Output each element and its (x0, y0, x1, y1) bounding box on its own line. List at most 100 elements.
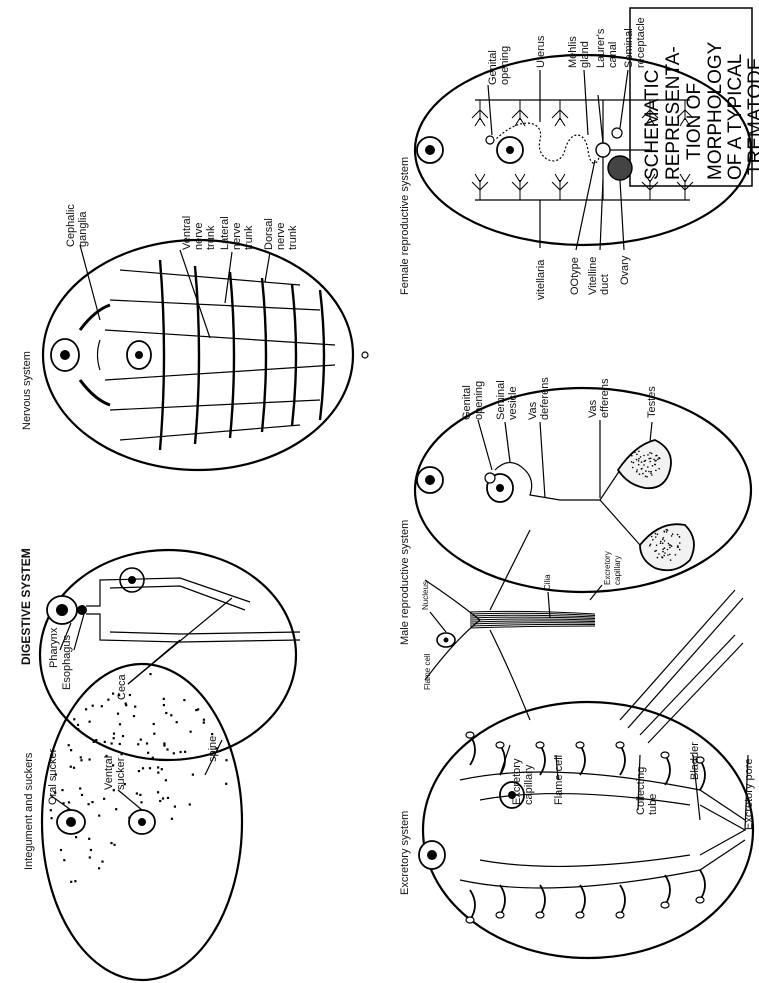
flame-cell-cilia (470, 611, 595, 628)
female-genital-label-2: opening (499, 46, 511, 85)
efferens-label-1: Vas (587, 399, 599, 418)
receptacle-label-1: Seminal (623, 28, 635, 68)
spine-dot (73, 718, 75, 720)
spine-dot (166, 748, 168, 750)
fc-cilia-label: Cilia (543, 574, 552, 590)
cecum-upper-outer (86, 578, 250, 606)
spine-dot (157, 772, 159, 774)
testis-dot (657, 557, 659, 559)
excretory-capillary (540, 745, 545, 775)
flame-cell (576, 742, 584, 748)
spine-dot (138, 770, 140, 772)
flame-cell (466, 917, 474, 923)
testis-dot (669, 544, 671, 546)
spine-dot (74, 880, 76, 882)
spine-dot (50, 809, 52, 811)
spine-dot (89, 856, 91, 858)
spine-dot (189, 803, 191, 805)
spine-dot (70, 749, 72, 751)
testis-dot (633, 462, 635, 464)
male-panel: Male reproductive system Genital opening… (399, 377, 751, 645)
flame-cell (536, 912, 544, 918)
deferens-label-2: deferens (539, 377, 551, 420)
ventral-sucker-male-center (496, 484, 504, 492)
spine-dot (117, 713, 119, 715)
testis-dot (662, 551, 664, 553)
spine-dot (165, 712, 167, 714)
testis-dot (677, 534, 679, 536)
spine-dot (80, 756, 82, 758)
nerve-ring (292, 284, 296, 426)
spine-dot (81, 794, 83, 796)
vitellaria-branch (552, 100, 568, 126)
testis-dot (672, 533, 674, 535)
spine-dot (180, 751, 182, 753)
flame-cell (616, 912, 624, 918)
testis-dot (664, 547, 666, 549)
ex-flame-label: Flame cell (553, 755, 565, 805)
esophagus-pointer (74, 614, 84, 650)
spine-dot (85, 708, 87, 710)
spine-dot (163, 704, 165, 706)
nerve-rings (160, 260, 324, 450)
cephalic-label-2: ganglia (77, 211, 89, 247)
testis-dot (647, 454, 649, 456)
spine-dot (122, 735, 124, 737)
spine-dot (159, 800, 161, 802)
testis-dot (642, 473, 644, 475)
spine-dot (111, 742, 113, 744)
spine-dot (103, 798, 105, 800)
testis-dot (631, 455, 633, 457)
flame-cell (661, 902, 669, 908)
spine-dot (225, 759, 227, 761)
male-heading: Male reproductive system (399, 520, 411, 645)
spine-dot (165, 779, 167, 781)
spine-dot (163, 742, 165, 744)
excretory-capillary (580, 885, 585, 915)
laurer-label-2: canal (607, 42, 619, 68)
deferens-label-1: Vas (527, 401, 539, 420)
testes-pointer (650, 422, 652, 442)
vitelline-label-2: duct (599, 274, 611, 295)
testis-dot (649, 461, 651, 463)
excretory-capillary (580, 745, 585, 775)
testis-dot (636, 459, 638, 461)
spine-dot (73, 767, 75, 769)
spine-dot (98, 815, 100, 817)
vesicle-label-2: vesicle (507, 386, 519, 420)
testis-dot (655, 533, 657, 535)
testis-dot (645, 476, 647, 478)
testis-dot (658, 553, 660, 555)
ventral-sucker-digestive-center (128, 576, 136, 584)
testis-dot (671, 545, 673, 547)
testis-dot (649, 452, 651, 454)
testis-dot (634, 452, 636, 454)
bladder (700, 805, 745, 855)
oral-sucker-label: Oral sucker (47, 748, 59, 805)
testis-dot (666, 531, 668, 533)
excretory-capillary-pointer (500, 745, 510, 775)
testis-dot (652, 465, 654, 467)
testis-dot (671, 535, 673, 537)
male-genital-pore (485, 473, 495, 483)
testis-dot (636, 471, 638, 473)
vitellaria-branch (472, 100, 488, 126)
uterus-label: Uterus (535, 35, 547, 68)
fc-nucleus-pointer (430, 612, 446, 632)
ootype-label: OOtype (569, 257, 581, 295)
ventral-trunk-label-3: trunk (205, 225, 217, 250)
excretory-capillary (665, 755, 670, 785)
spine-dot (61, 789, 63, 791)
ventral-sucker-nervous-center (135, 351, 143, 359)
excretory-capillary (540, 885, 545, 915)
esophagus-label: Esophagus (61, 634, 73, 690)
spine-dot (173, 752, 175, 754)
excretory-capillary (470, 890, 475, 920)
male-genital-pointer (478, 420, 492, 470)
excretory-panel: Excretory system Excretory capillary Fla… (399, 702, 755, 958)
spine-dot (110, 842, 112, 844)
spine-dot (149, 673, 151, 675)
cilium (470, 617, 595, 618)
spine-dot (63, 859, 65, 861)
